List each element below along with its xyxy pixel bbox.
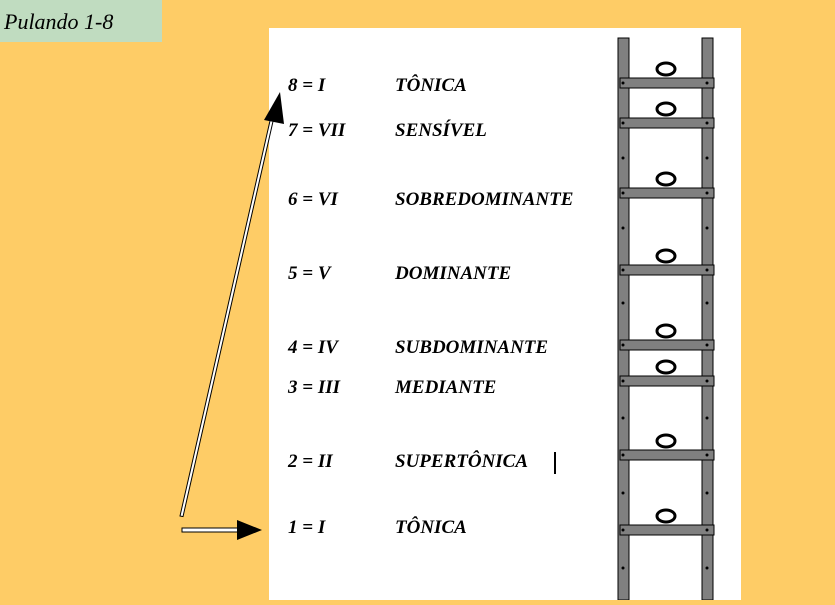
ladder-bolt — [621, 81, 625, 85]
ladder-bolt — [621, 226, 625, 230]
ladder-bolt — [621, 343, 625, 347]
ladder-rung-marker-icon — [655, 508, 677, 524]
ladder-bolt — [705, 121, 709, 125]
degree-number: 6 = VI — [288, 189, 338, 210]
ladder-bolt — [621, 566, 625, 570]
ladder-bolt — [705, 191, 709, 195]
ladder-bolt — [621, 379, 625, 383]
ladder-bolt — [621, 191, 625, 195]
ladder-bolt — [705, 301, 709, 305]
degree-number: 3 = III — [288, 377, 341, 398]
ladder-bolt — [705, 379, 709, 383]
ladder-rung — [619, 117, 715, 129]
ladder-bolt — [621, 121, 625, 125]
ladder-rung-marker-icon — [655, 61, 677, 77]
ladder-bolt — [621, 453, 625, 457]
ladder-rung-marker-icon — [655, 433, 677, 449]
ladder-bolt — [705, 453, 709, 457]
ladder-bolt — [621, 491, 625, 495]
degree-number: 2 = II — [288, 451, 333, 472]
ladder-rung-marker-icon — [655, 248, 677, 264]
degree-name: TÔNICA — [395, 517, 467, 538]
degree-name: TÔNICA — [395, 75, 467, 96]
ladder-bolt — [621, 301, 625, 305]
ladder-bolt — [705, 491, 709, 495]
ladder-rung-marker-icon — [655, 101, 677, 117]
degree-number: 4 = IV — [288, 337, 338, 358]
ladder-rung — [619, 187, 715, 199]
ladder-rung-marker-icon — [655, 359, 677, 375]
degree-name: MEDIANTE — [395, 377, 497, 398]
ladder-bolt — [705, 156, 709, 160]
ladder-rung-marker-icon — [655, 171, 677, 187]
degree-number: 5 = V — [288, 263, 331, 284]
text-cursor — [554, 452, 556, 474]
jump-arrow-icon — [179, 92, 284, 518]
ladder-bolt — [705, 81, 709, 85]
ladder-bolt — [705, 226, 709, 230]
ladder-rung — [619, 524, 715, 536]
degree-name: DOMINANTE — [395, 263, 512, 284]
ladder-bolt — [705, 268, 709, 272]
ladder-bolt — [621, 156, 625, 160]
ladder-bolt — [705, 566, 709, 570]
ladder-rung — [619, 264, 715, 276]
degree-number: 8 = I — [288, 75, 326, 96]
degree-name: SUPERTÔNICA — [395, 451, 529, 472]
ladder-rung-marker-icon — [655, 323, 677, 339]
ladder-icon — [617, 37, 715, 600]
degree-name: SOBREDOMINANTE — [395, 189, 574, 210]
scale-degree-panel: 8 = I TÔNICA 7 = VII SENSÍVEL 6 = VI SOB… — [269, 28, 741, 600]
degree-name: SENSÍVEL — [395, 120, 487, 141]
degree-name: SUBDOMINANTE — [395, 337, 549, 358]
ladder-rung — [619, 339, 715, 351]
ladder-bolt — [621, 528, 625, 532]
ladder-bolt — [621, 416, 625, 420]
ladder-bolt — [621, 268, 625, 272]
ladder-bolt — [705, 343, 709, 347]
ladder-rung — [619, 77, 715, 89]
ladder-bolt — [705, 416, 709, 420]
degree-number: 1 = I — [288, 517, 326, 538]
ladder-rung — [619, 449, 715, 461]
slide-title: Pulando 1-8 — [0, 0, 162, 42]
ladder-bolt — [705, 528, 709, 532]
pointer-arrow-icon — [181, 520, 262, 540]
ladder-rung — [619, 375, 715, 387]
degree-number: 7 = VII — [288, 120, 346, 141]
